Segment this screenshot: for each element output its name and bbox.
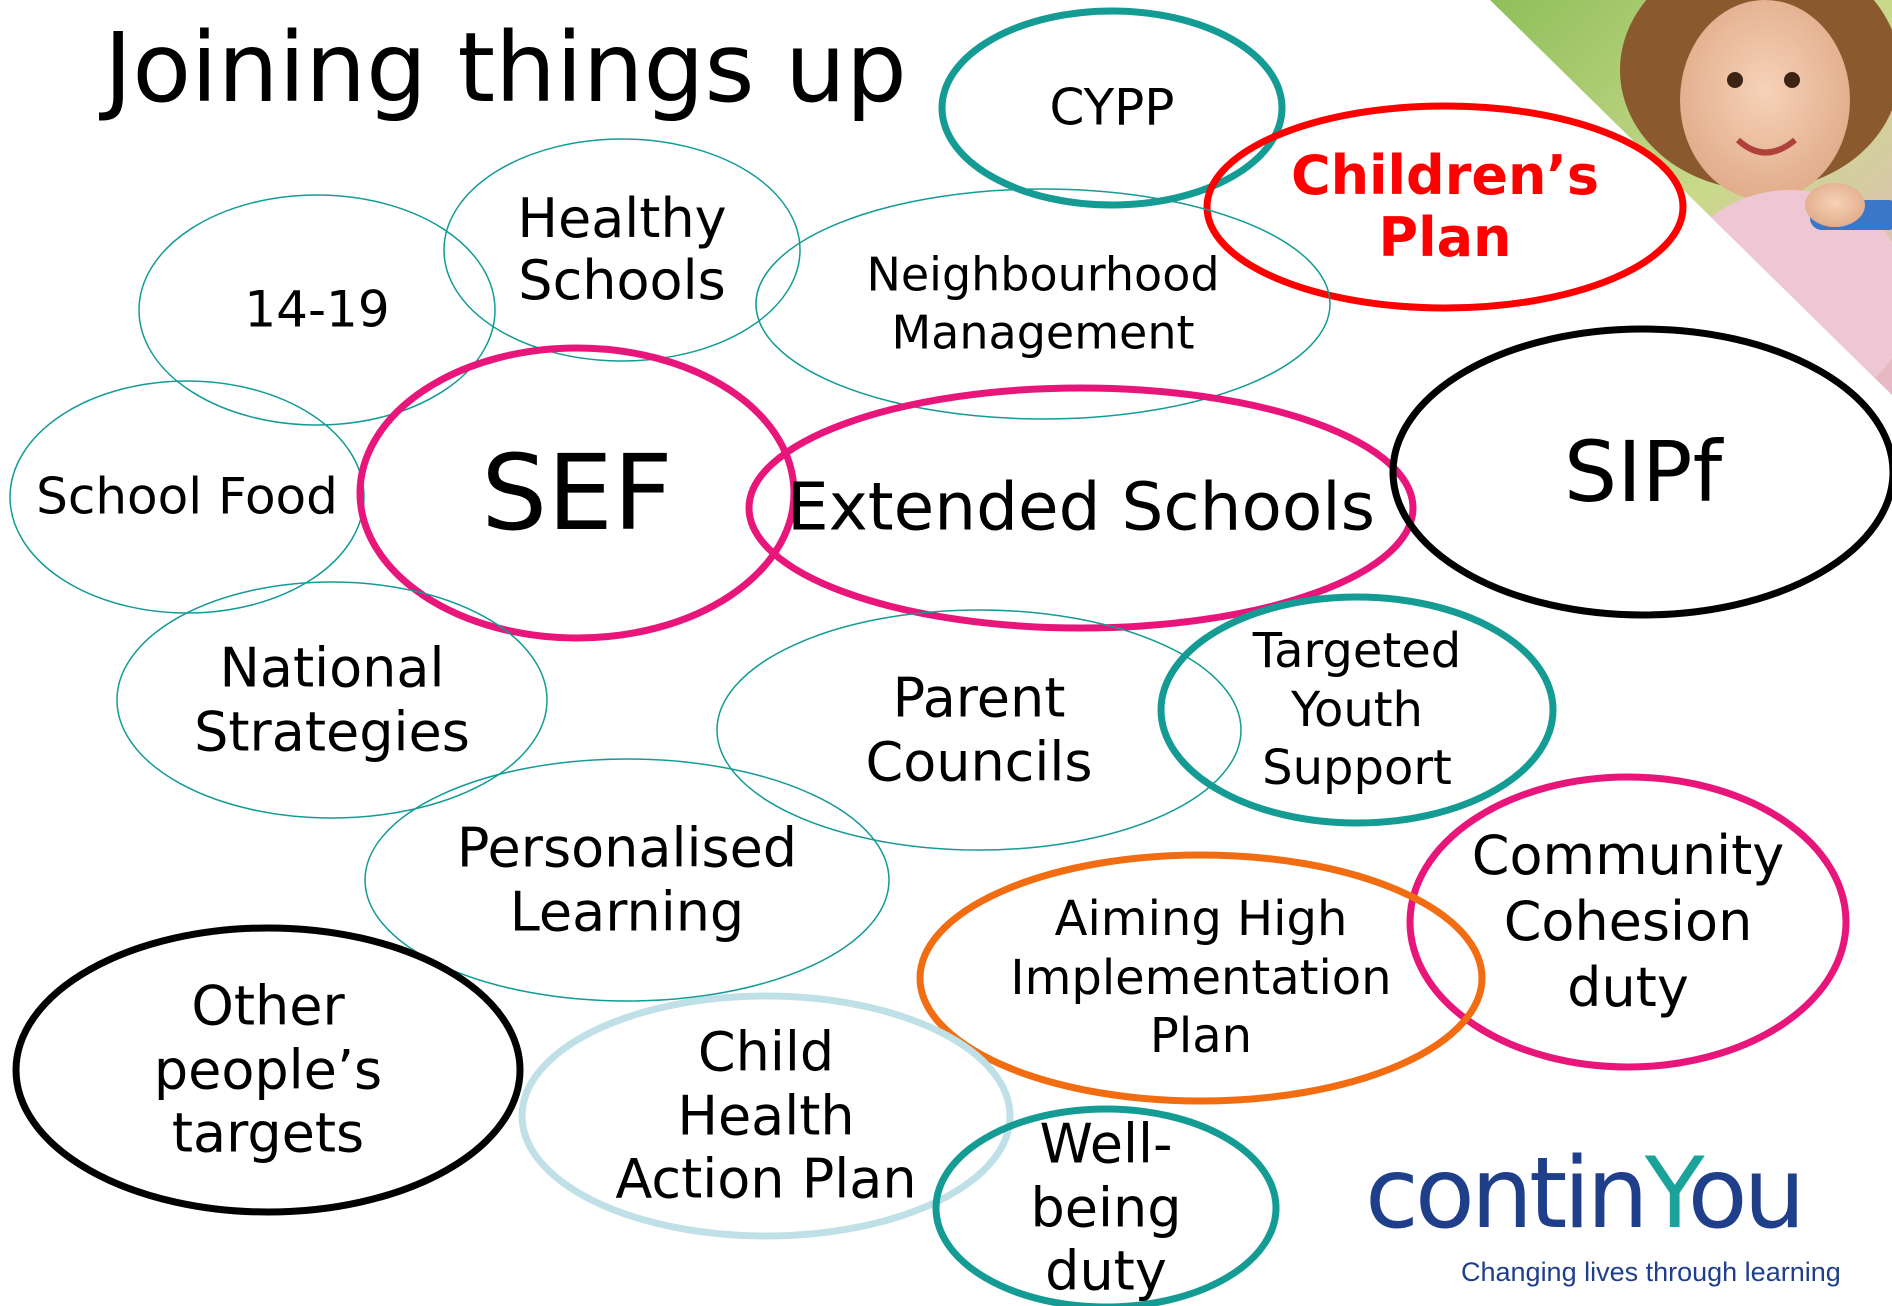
sipf-bubble (1389, 325, 1892, 619)
extended-schools-label-line: Extended Schools (787, 468, 1375, 546)
community-cohesion-duty-label-line: Cohesion (1503, 890, 1753, 954)
targeted-youth-support-label-line: Targeted (1252, 623, 1462, 680)
sef-label-line: SEF (481, 432, 673, 554)
national-strategies-label-line: Strategies (194, 700, 470, 763)
page-title: Joining things up (104, 12, 907, 124)
logo-wordmark-part: ou (1687, 1137, 1806, 1251)
personalised-learning-label-line: Personalised (456, 816, 798, 880)
healthy-schools-label-line: Schools (518, 249, 726, 312)
child-health-action-plan-label-line: Child (697, 1020, 835, 1084)
logo-wordmark: continYou (1365, 1145, 1806, 1243)
well-being-duty-label-line: Well- (1039, 1112, 1173, 1176)
neighbourhood-management-label-line: Neighbourhood (866, 247, 1220, 302)
community-cohesion-duty-bubble (1406, 773, 1850, 1071)
child-health-action-plan-label-line: Action Plan (615, 1147, 917, 1211)
logo-wordmark-part: Y (1644, 1137, 1692, 1251)
parent-councils-label-line: Councils (865, 730, 1093, 793)
childrens-plan-label-line: Children’s (1290, 143, 1600, 207)
14-19-label: 14-19 (244, 281, 389, 339)
well-being-duty-label-line: duty (1045, 1239, 1167, 1303)
national-strategies-label-line: National (219, 636, 445, 700)
sipf-label: SIPf (1564, 430, 1722, 514)
sef-bubble (356, 344, 798, 642)
parent-councils-bubble (716, 609, 1242, 851)
14-19-label-line: 14-19 (244, 280, 390, 339)
cypp-label: CYPP (1050, 79, 1175, 137)
neighbourhood-management-bubble (755, 188, 1331, 420)
child-health-action-plan-label-line: Health (677, 1084, 855, 1148)
personalised-learning-label-line: Learning (509, 880, 745, 943)
extended-schools-label: Extended Schools (787, 468, 1375, 546)
14-19-bubble (138, 194, 496, 426)
targeted-youth-support-label-line: Support (1262, 740, 1452, 797)
childrens-plan-bubble (1203, 102, 1687, 312)
logo-tagline: Changing lives through learning (1461, 1257, 1841, 1287)
logo-wordmark-part: contin (1365, 1137, 1649, 1251)
healthy-schools-label-line: Healthy (517, 186, 727, 250)
targeted-youth-support-bubble (1157, 593, 1557, 827)
aiming-high-implementation-plan-label-line: Implementation (1010, 949, 1392, 1006)
cypp-bubble (938, 7, 1286, 209)
other-peoples-targets-bubble (12, 924, 524, 1216)
personalised-learning-bubble (364, 758, 890, 1002)
childrens-plan-label-line: Plan (1378, 206, 1512, 269)
aiming-high-implementation-plan-label-line: Aiming High (1054, 891, 1348, 948)
other-peoples-targets-label-line: Other (191, 974, 345, 1038)
community-cohesion-duty-label-line: Community (1471, 824, 1785, 888)
targeted-youth-support-label-line: Youth (1291, 681, 1423, 738)
aiming-high-implementation-plan-label-line: Plan (1149, 1008, 1253, 1065)
sef-label: SEF (481, 441, 673, 545)
school-food-label: School Food (36, 468, 338, 526)
other-peoples-targets-label-line: targets (171, 1101, 365, 1165)
parent-councils-label-line: Parent (892, 666, 1066, 730)
well-being-duty-bubble (932, 1105, 1280, 1306)
school-food-label-line: School Food (36, 467, 338, 526)
healthy-schools-bubble (443, 138, 801, 362)
well-being-duty-label-line: being (1030, 1176, 1182, 1240)
aiming-high-implementation-plan-bubble (916, 851, 1486, 1105)
national-strategies-bubble (116, 581, 548, 819)
child-health-action-plan-bubble (518, 992, 1014, 1240)
extended-schools-bubble (745, 384, 1417, 632)
continyou-logo: continYou Changing lives through learnin… (1365, 1145, 1841, 1295)
neighbourhood-management-label-line: Management (891, 305, 1195, 359)
community-cohesion-duty-label-line: duty (1567, 955, 1689, 1019)
cypp-label-line: CYPP (1049, 78, 1175, 137)
sipf-label-line: SIPf (1563, 423, 1723, 521)
other-peoples-targets-label-line: people’s (153, 1038, 383, 1102)
